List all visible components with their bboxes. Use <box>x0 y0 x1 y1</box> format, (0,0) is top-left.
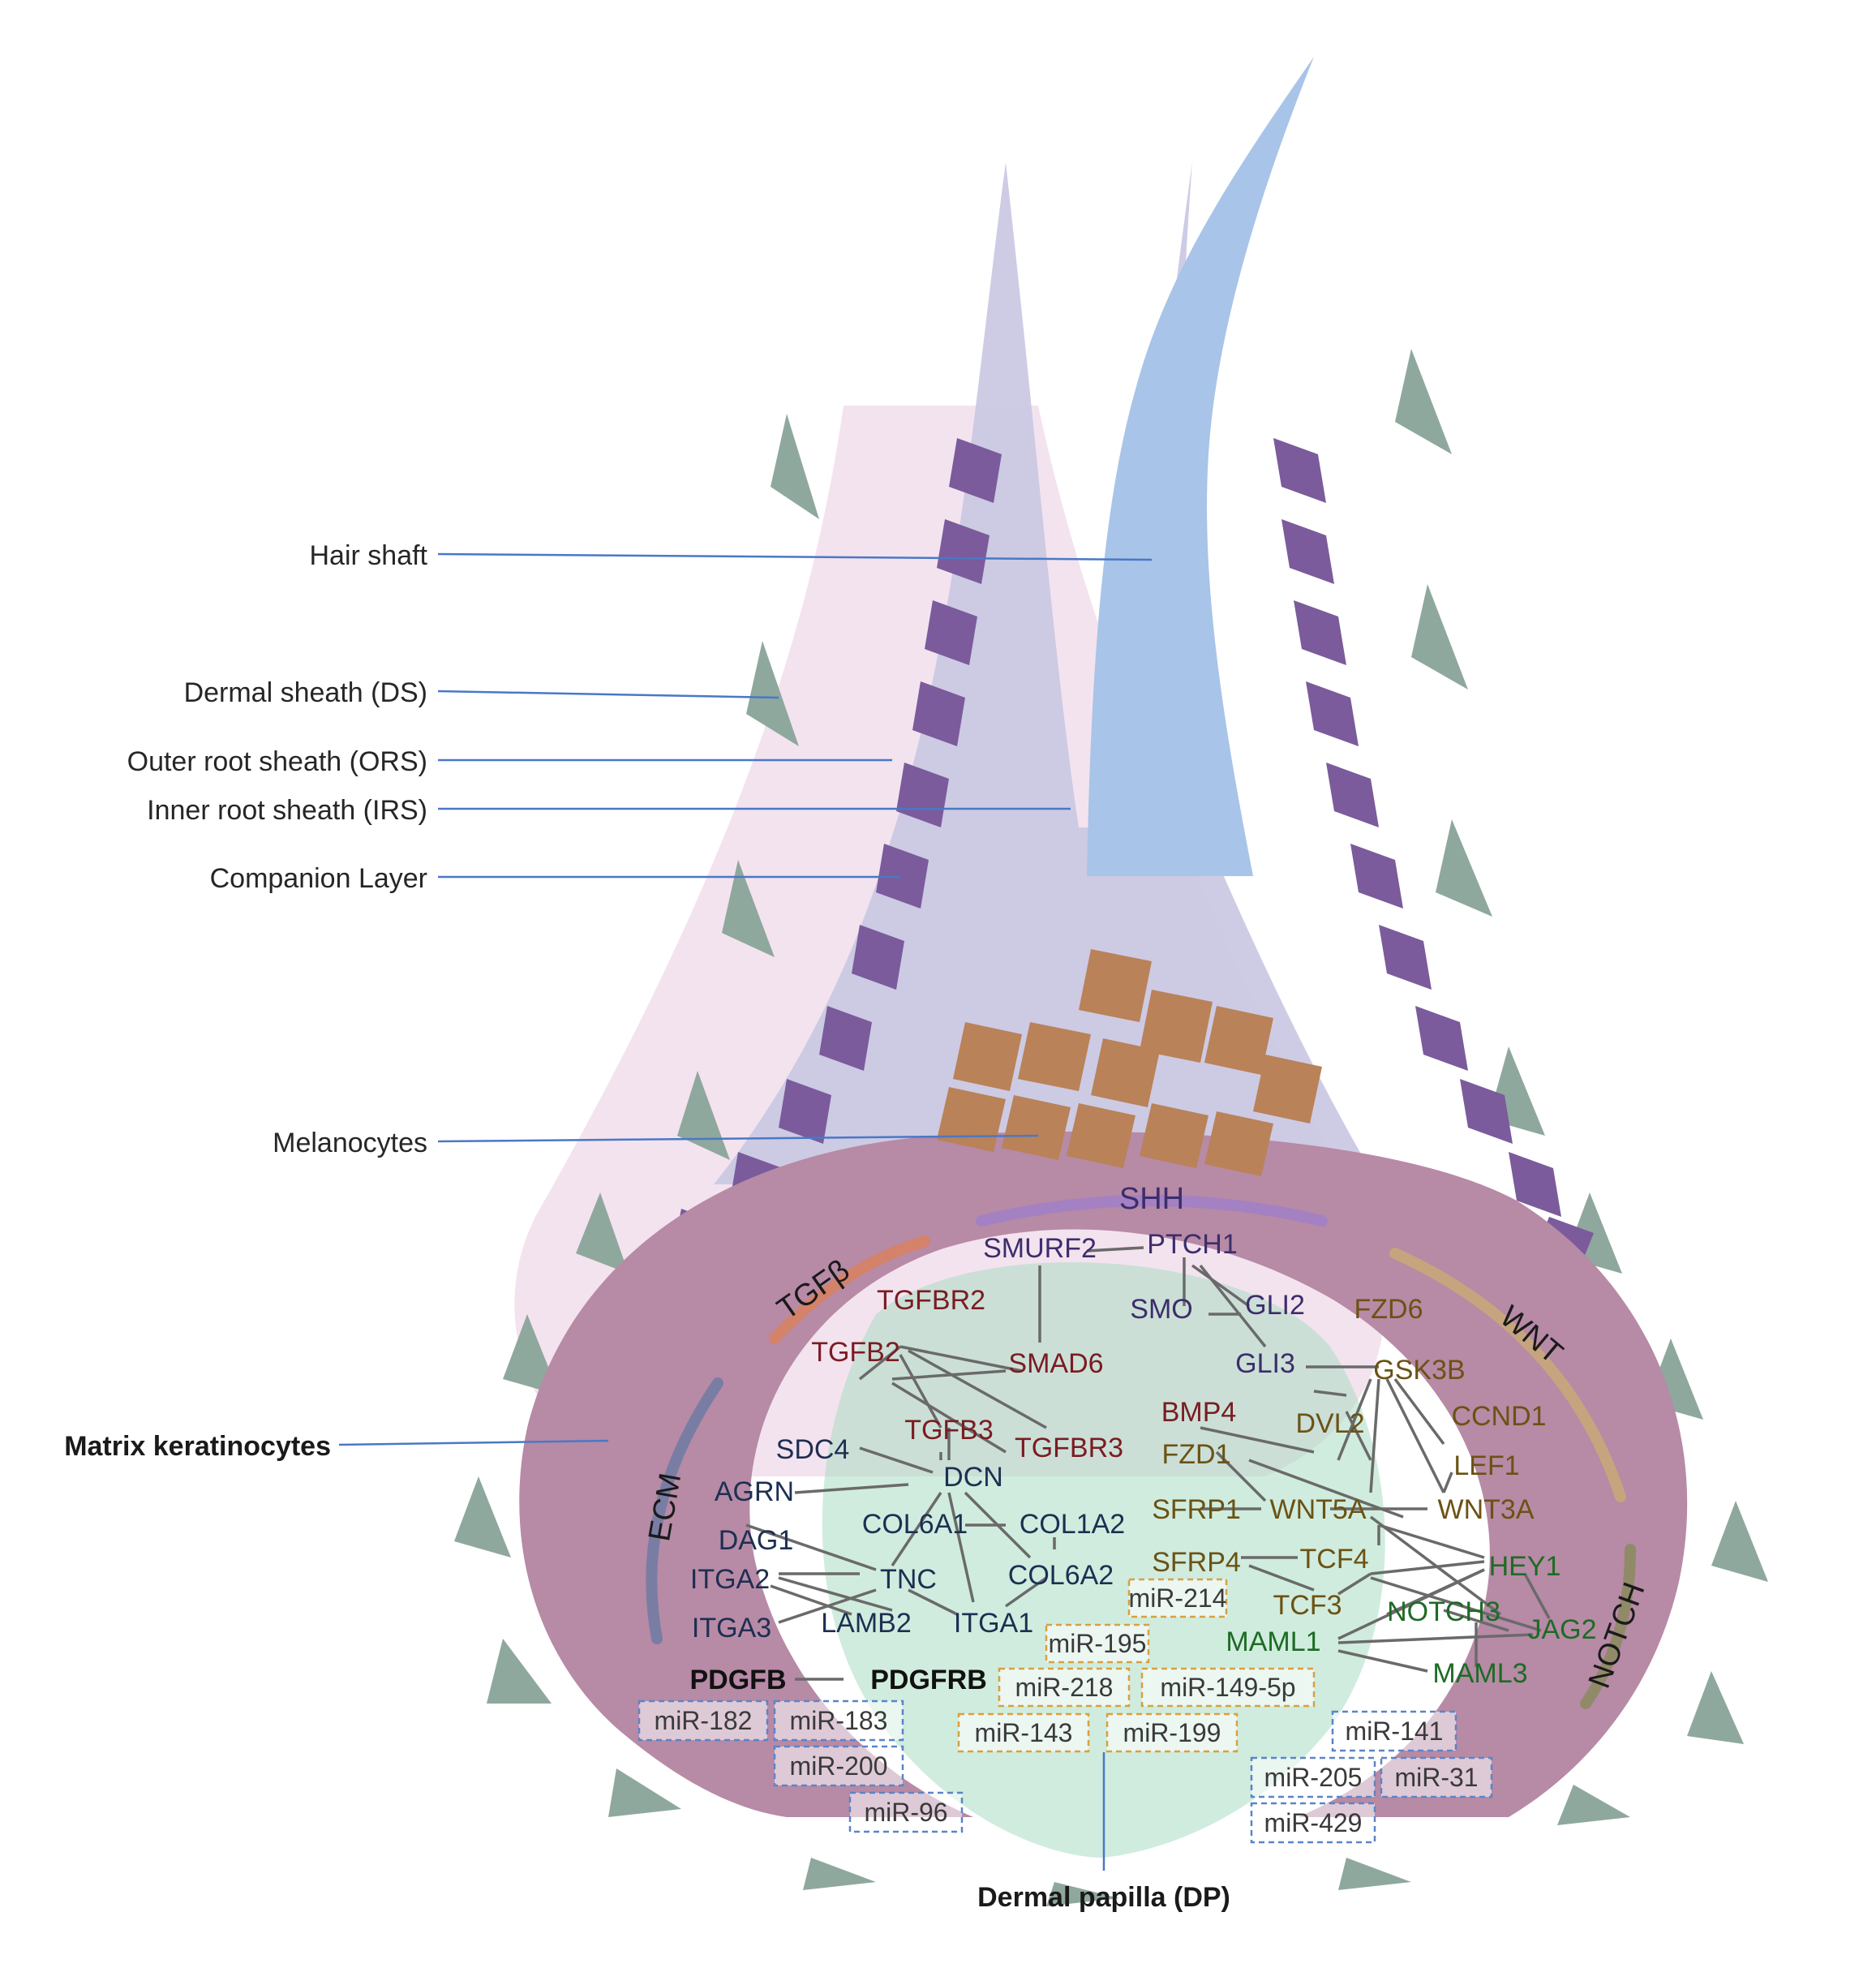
gene-jag2: JAG2 <box>1527 1614 1596 1645</box>
mir-214: miR-214 <box>1129 1583 1227 1613</box>
gene-lef1: LEF1 <box>1453 1450 1519 1481</box>
gene-smurf2: SMURF2 <box>983 1233 1097 1264</box>
mir-149-5p: miR-149-5p <box>1160 1673 1295 1702</box>
dermal-papilla-region <box>822 1261 1385 1858</box>
gene-gli3: GLI3 <box>1235 1348 1295 1379</box>
gene-wnt5a: WNT5A <box>1270 1494 1367 1525</box>
mir-200-box <box>773 1745 904 1787</box>
gene-tgfb3: TGFB3 <box>904 1415 994 1446</box>
gene-sfrp4: SFRP4 <box>1152 1547 1241 1578</box>
mir-214-box <box>1127 1578 1228 1618</box>
mir-205-box <box>1250 1756 1376 1798</box>
mir-429-box <box>1250 1802 1376 1844</box>
gene-lamb2: LAMB2 <box>821 1608 912 1639</box>
mir-195-box <box>1045 1623 1150 1664</box>
mir-199: miR-199 <box>1123 1718 1221 1747</box>
gene-col6a2: COL6A2 <box>1008 1560 1114 1591</box>
gene-fzd6: FZD6 <box>1354 1294 1423 1325</box>
inner-root-sheath-region <box>714 162 1379 1184</box>
mir-218-box <box>998 1667 1131 1708</box>
label-hair-shaft: Hair shaft <box>310 540 428 571</box>
gene-tgfbr2: TGFBR2 <box>877 1285 985 1316</box>
gene-smo: SMO <box>1130 1294 1192 1325</box>
anatomy-labels: Hair shaft Dermal sheath (DS) Outer root… <box>64 540 1230 1913</box>
pathway-arcs <box>646 1195 1636 1709</box>
mir-141-box <box>1331 1710 1457 1752</box>
gene-tcf3: TCF3 <box>1273 1590 1342 1621</box>
gene-ptch1: PTCH1 <box>1147 1229 1237 1260</box>
mir-183-box <box>773 1699 904 1742</box>
label-matrix-keratinocytes: Matrix keratinocytes <box>64 1431 331 1462</box>
label-outer-root-sheath: Outer root sheath (ORS) <box>127 746 427 777</box>
gene-pdgfrb: PDGFRB <box>870 1665 987 1695</box>
label-companion-layer: Companion Layer <box>210 863 427 894</box>
mir-31: miR-31 <box>1394 1763 1478 1792</box>
gene-itga3: ITGA3 <box>692 1613 771 1644</box>
gene-dvl2: DVL2 <box>1295 1408 1364 1439</box>
gene-tcf4: TCF4 <box>1300 1544 1369 1575</box>
gene-gsk3b: GSK3B <box>1373 1355 1465 1386</box>
mir-182-box <box>637 1699 769 1742</box>
gene-sdc4: SDC4 <box>776 1434 850 1465</box>
gene-maml3: MAML3 <box>1432 1658 1527 1689</box>
label-dermal-papilla: Dermal papilla (DP) <box>977 1882 1230 1913</box>
mirna-boxes: miR-214 miR-195 miR-218 miR-149-5p miR-1… <box>637 1578 1493 1844</box>
gene-smad6: SMAD6 <box>1008 1348 1103 1379</box>
mir-96-box <box>848 1791 964 1833</box>
mir-31-box <box>1380 1756 1493 1798</box>
gene-notch3: NOTCH3 <box>1387 1596 1500 1627</box>
gene-tnc: TNC <box>880 1564 937 1595</box>
network-edges <box>745 1246 1551 1681</box>
pathway-shh: SHH <box>1119 1182 1184 1216</box>
leader-lines <box>338 552 1153 1871</box>
hair-shaft-region <box>1087 57 1314 876</box>
gene-bmp4: BMP4 <box>1161 1397 1237 1428</box>
gene-wnt3a: WNT3A <box>1438 1494 1535 1525</box>
gene-itga2: ITGA2 <box>690 1564 770 1595</box>
label-dermal-sheath: Dermal sheath (DS) <box>184 677 427 708</box>
gene-dag1: DAG1 <box>719 1525 794 1556</box>
gene-tgfb2: TGFB2 <box>811 1337 900 1368</box>
gene-pdgfb: PDGFB <box>690 1665 787 1695</box>
gene-itga1: ITGA1 <box>954 1608 1033 1639</box>
mir-149-5p-box <box>1140 1667 1316 1708</box>
mir-218: miR-218 <box>1015 1673 1114 1702</box>
gene-sfrp1: SFRP1 <box>1152 1494 1241 1525</box>
mir-429: miR-429 <box>1264 1808 1363 1837</box>
label-melanocytes: Melanocytes <box>273 1128 427 1158</box>
tgfb-arc <box>769 1235 930 1344</box>
gene-col6a1: COL6A1 <box>862 1509 968 1540</box>
gene-labels: SMURF2 PTCH1 SMO GLI2 GLI3 TGFBR2 TGFB2 … <box>690 1229 1597 1695</box>
gene-maml1: MAML1 <box>1226 1626 1320 1657</box>
gene-gli2: GLI2 <box>1245 1290 1305 1321</box>
gene-hey1: HEY1 <box>1489 1551 1561 1582</box>
gene-tgfbr3: TGFBR3 <box>1015 1433 1123 1463</box>
mir-183: miR-183 <box>790 1706 888 1735</box>
mir-195: miR-195 <box>1049 1629 1147 1658</box>
gene-agrn: AGRN <box>715 1476 794 1507</box>
mir-199-box <box>1105 1712 1239 1753</box>
notch-arc <box>1580 1544 1636 1709</box>
wnt-arc <box>1389 1248 1626 1502</box>
mir-200: miR-200 <box>790 1751 888 1781</box>
gene-ccnd1: CCND1 <box>1451 1401 1546 1432</box>
melanocyte-cells <box>937 949 1322 1176</box>
gene-dcn: DCN <box>943 1462 1003 1493</box>
shh-arc <box>976 1195 1328 1227</box>
ecm-arc <box>646 1377 723 1644</box>
mir-182: miR-182 <box>655 1706 753 1735</box>
gene-col1a2: COL1A2 <box>1020 1509 1125 1540</box>
mir-96: miR-96 <box>864 1798 947 1827</box>
mir-143: miR-143 <box>975 1718 1073 1747</box>
dermal-sheath-cells <box>454 349 1768 1906</box>
mir-143-box <box>957 1712 1090 1753</box>
gene-fzd1: FZD1 <box>1162 1439 1231 1470</box>
label-inner-root-sheath: Inner root sheath (IRS) <box>147 795 427 826</box>
mir-141: miR-141 <box>1346 1717 1444 1746</box>
mir-205: miR-205 <box>1264 1763 1363 1792</box>
